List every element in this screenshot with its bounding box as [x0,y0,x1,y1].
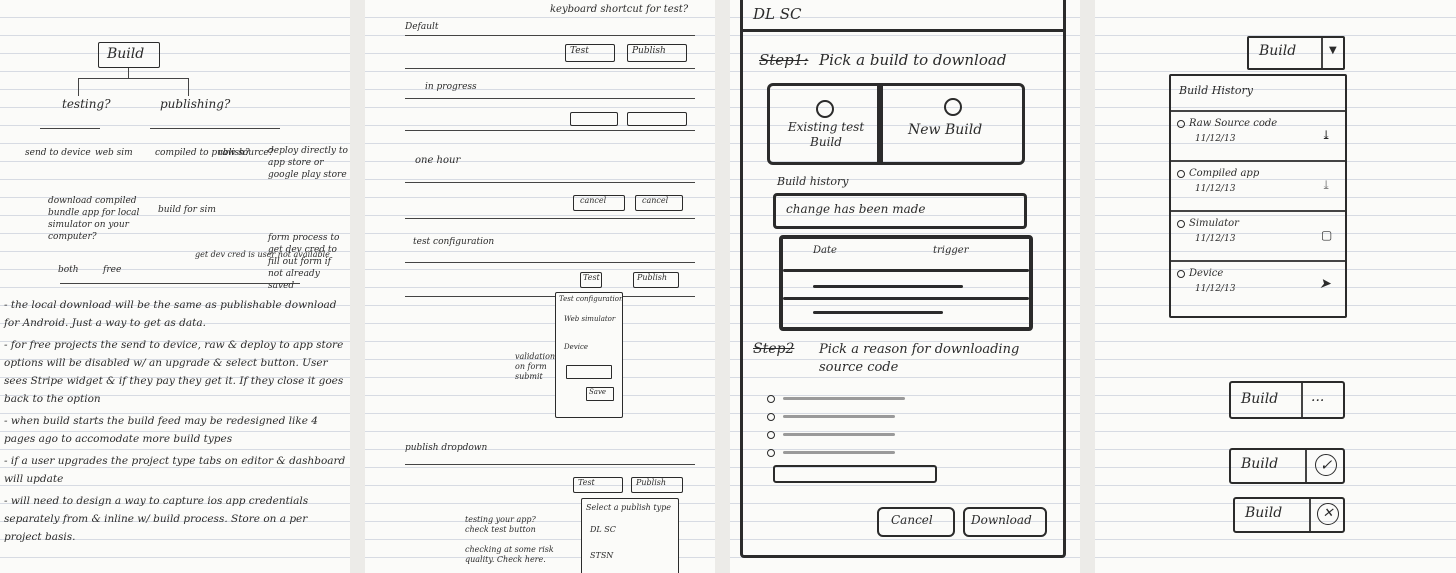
sketch-page-1: Build testing? publishing? send to devic… [0,0,350,573]
existing-build-option: Existing test Build [767,83,883,165]
note-item: - the local download will be the same as… [4,299,337,329]
notes-list: - the local download will be the same as… [4,296,346,546]
build-history-list: Date trigger [779,235,1033,331]
build-failed-button-sketch: Build ✕ [1233,497,1345,533]
build-history-panel-sketch: Build History Raw Source code 11/12/13 ⤓… [1169,74,1347,318]
note-item: - if a user upgrades the project type ta… [4,455,346,485]
build-history-item: Raw Source code 11/12/13 ⤓ [1171,112,1345,162]
build-dropdown-sketch: Build ▼ [1247,36,1345,70]
test-button-sketch: Test [565,44,615,62]
sketch-page-3: DL SC Step1: Pick a build to download Ex… [730,0,1080,573]
test-config-popup-sketch: Test configuration Web simulator Device … [555,292,624,418]
publishing-node: publishing? [160,97,231,111]
build-root-node: Build [98,42,160,68]
dlsc-dialog-sketch: DL SC Step1: Pick a build to download Ex… [740,0,1066,558]
note-item: - when build starts the build feed may b… [4,415,318,445]
build-history-item: Device 11/12/13 ➤ [1171,262,1345,310]
download-icon: ⤓ [1321,128,1332,142]
new-build-option: New Build [877,83,1025,165]
sketch-page-4: Build ▼ Build History Raw Source code 11… [1095,0,1456,573]
chevron-down-icon: ▼ [1329,45,1337,56]
dialog-title: DL SC [753,5,802,23]
build-history-item: Simulator 11/12/13 ▢ [1171,212,1345,262]
download-icon: ⤓ [1321,178,1332,192]
testing-node: testing? [62,97,111,111]
build-history-item: Compiled app 11/12/13 ⤓ [1171,162,1345,212]
note-item: - will need to design a way to capture i… [4,495,309,543]
download-button-sketch: Download [963,507,1047,537]
close-icon: ✕ [1317,503,1339,525]
check-icon: ✓ [1315,454,1337,476]
publish-dropdown-sketch: Select a publish type DL SC STSN [581,498,679,573]
simulator-icon: ▢ [1321,228,1333,242]
cancel-button-sketch: Cancel [877,507,955,537]
build-success-button-sketch: Build ✓ [1229,448,1345,484]
build-more-button-sketch: Build ... [1229,381,1345,419]
more-icon: ... [1311,389,1325,405]
send-icon: ➤ [1319,276,1331,292]
publish-button-sketch: Publish [627,44,687,62]
sketch-page-2: keyboard shortcut for test? Default Test… [365,0,715,573]
note-item: - for free projects the send to device, … [4,339,344,405]
